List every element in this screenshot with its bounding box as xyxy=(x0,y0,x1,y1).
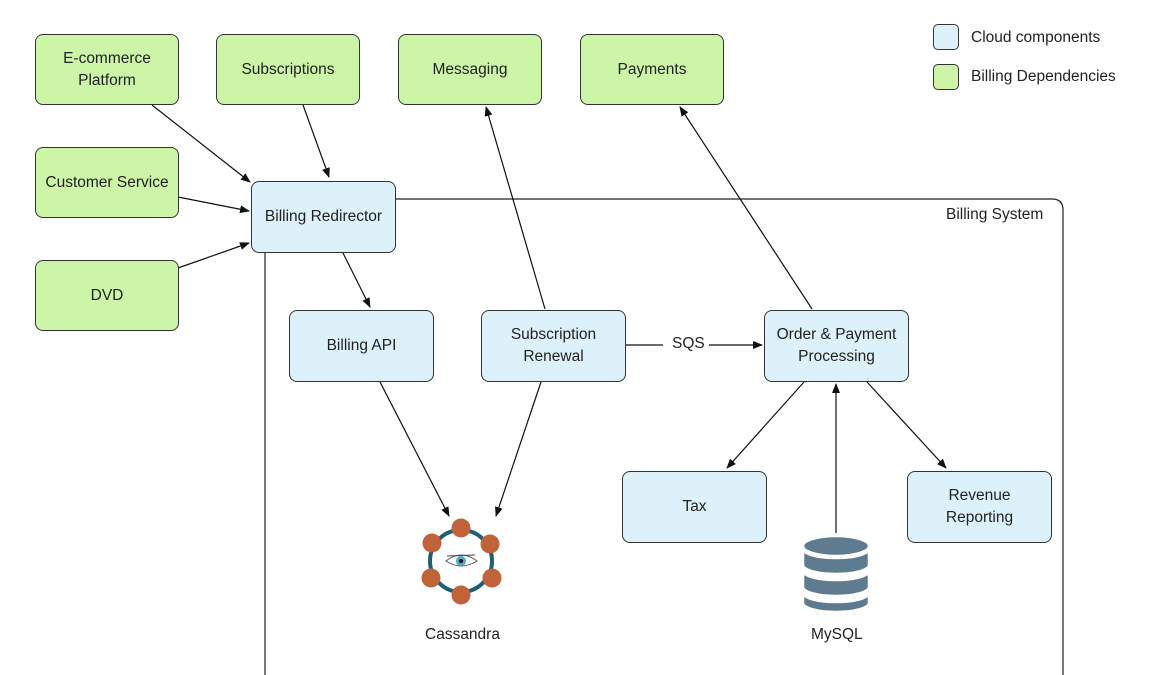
node-billing-api[interactable]: Billing API xyxy=(289,310,434,382)
node-dvd[interactable]: DVD xyxy=(35,260,179,331)
billing-system-label: Billing System xyxy=(946,206,1044,223)
edge-billing-api-cassandra xyxy=(379,381,450,517)
connectors xyxy=(151,104,947,533)
node-tax[interactable]: Tax xyxy=(622,471,767,543)
edge-renewal-cassandra xyxy=(495,381,542,517)
node-payments[interactable]: Payments xyxy=(580,34,724,105)
edge-renewal-messaging xyxy=(484,106,546,310)
sqs-label: SQS xyxy=(672,335,705,352)
cassandra-label: Cassandra xyxy=(425,626,500,643)
node-revenue-reporting[interactable]: Revenue Reporting xyxy=(907,471,1052,543)
node-order-payment-processing[interactable]: Order & Payment Processing xyxy=(764,310,909,382)
billing-system-container xyxy=(264,198,1064,675)
edge-dvd-redirector xyxy=(177,242,250,269)
eye-icon xyxy=(445,554,478,567)
edge-order-tax xyxy=(726,381,805,469)
database-icon xyxy=(801,534,871,614)
legend-label-billing: Billing Dependencies xyxy=(971,68,1116,85)
edge-customer-service-redirector xyxy=(177,196,250,214)
cassandra-icon xyxy=(421,518,502,605)
legend-label-cloud: Cloud components xyxy=(971,29,1101,46)
edge-order-revenue xyxy=(866,381,947,469)
node-ecommerce-platform[interactable]: E-commerce Platform xyxy=(35,34,179,105)
edge-ecommerce-redirector xyxy=(151,104,251,183)
edge-redirector-billing-api xyxy=(342,252,371,308)
node-billing-redirector[interactable]: Billing Redirector xyxy=(251,181,396,253)
node-subscription-renewal[interactable]: Subscription Renewal xyxy=(481,310,626,382)
edge-order-payments xyxy=(679,106,813,310)
node-customer-service[interactable]: Customer Service xyxy=(35,147,179,218)
node-messaging[interactable]: Messaging xyxy=(398,34,542,105)
edge-subscriptions-redirector xyxy=(302,104,330,178)
legend-swatch-cloud xyxy=(933,24,959,50)
legend-swatch-billing xyxy=(933,64,959,90)
mysql-label: MySQL xyxy=(811,626,863,643)
node-subscriptions[interactable]: Subscriptions xyxy=(216,34,360,105)
